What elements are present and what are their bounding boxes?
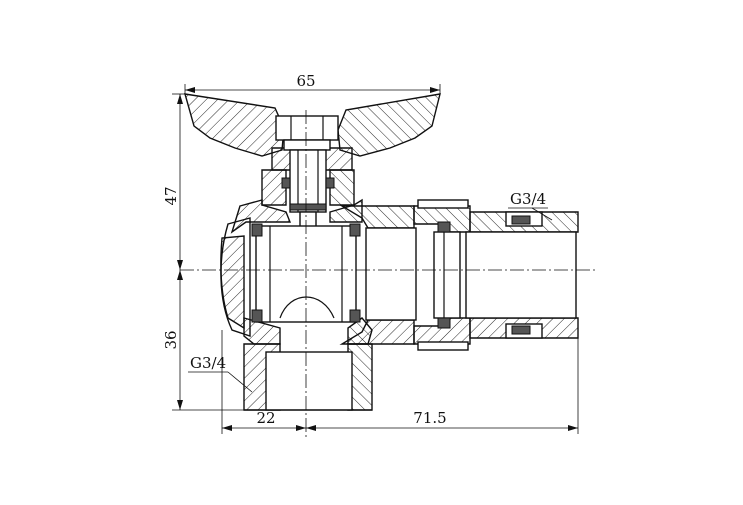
union-nut bbox=[365, 199, 471, 351]
valve-body bbox=[220, 198, 415, 345]
dim-upper-height: 47 bbox=[162, 93, 185, 270]
thread-label-outlet: G3/4 bbox=[508, 190, 553, 221]
dim-label-lower-height: 36 bbox=[162, 330, 180, 349]
dim-outlet-length: 71.5 bbox=[306, 338, 579, 434]
outlet-pipe bbox=[465, 211, 579, 339]
valve-stem bbox=[261, 149, 355, 235]
inlet-port bbox=[243, 343, 373, 411]
dim-lower-height: 36 bbox=[162, 270, 244, 411]
thread-outlet-text: G3/4 bbox=[510, 190, 546, 208]
dim-label-upper-height: 47 bbox=[162, 186, 180, 205]
handle-nut bbox=[275, 115, 339, 151]
dim-label-inlet-offset: 22 bbox=[256, 409, 275, 427]
dim-inlet-offset: 22 bbox=[221, 330, 306, 434]
dim-label-outlet-length: 71.5 bbox=[413, 409, 446, 427]
thread-label-inlet: G3/4 bbox=[188, 354, 253, 393]
dim-label-handle-width: 65 bbox=[296, 72, 315, 90]
thread-inlet-text: G3/4 bbox=[190, 354, 226, 372]
dim-handle-width: 65 bbox=[184, 72, 441, 94]
